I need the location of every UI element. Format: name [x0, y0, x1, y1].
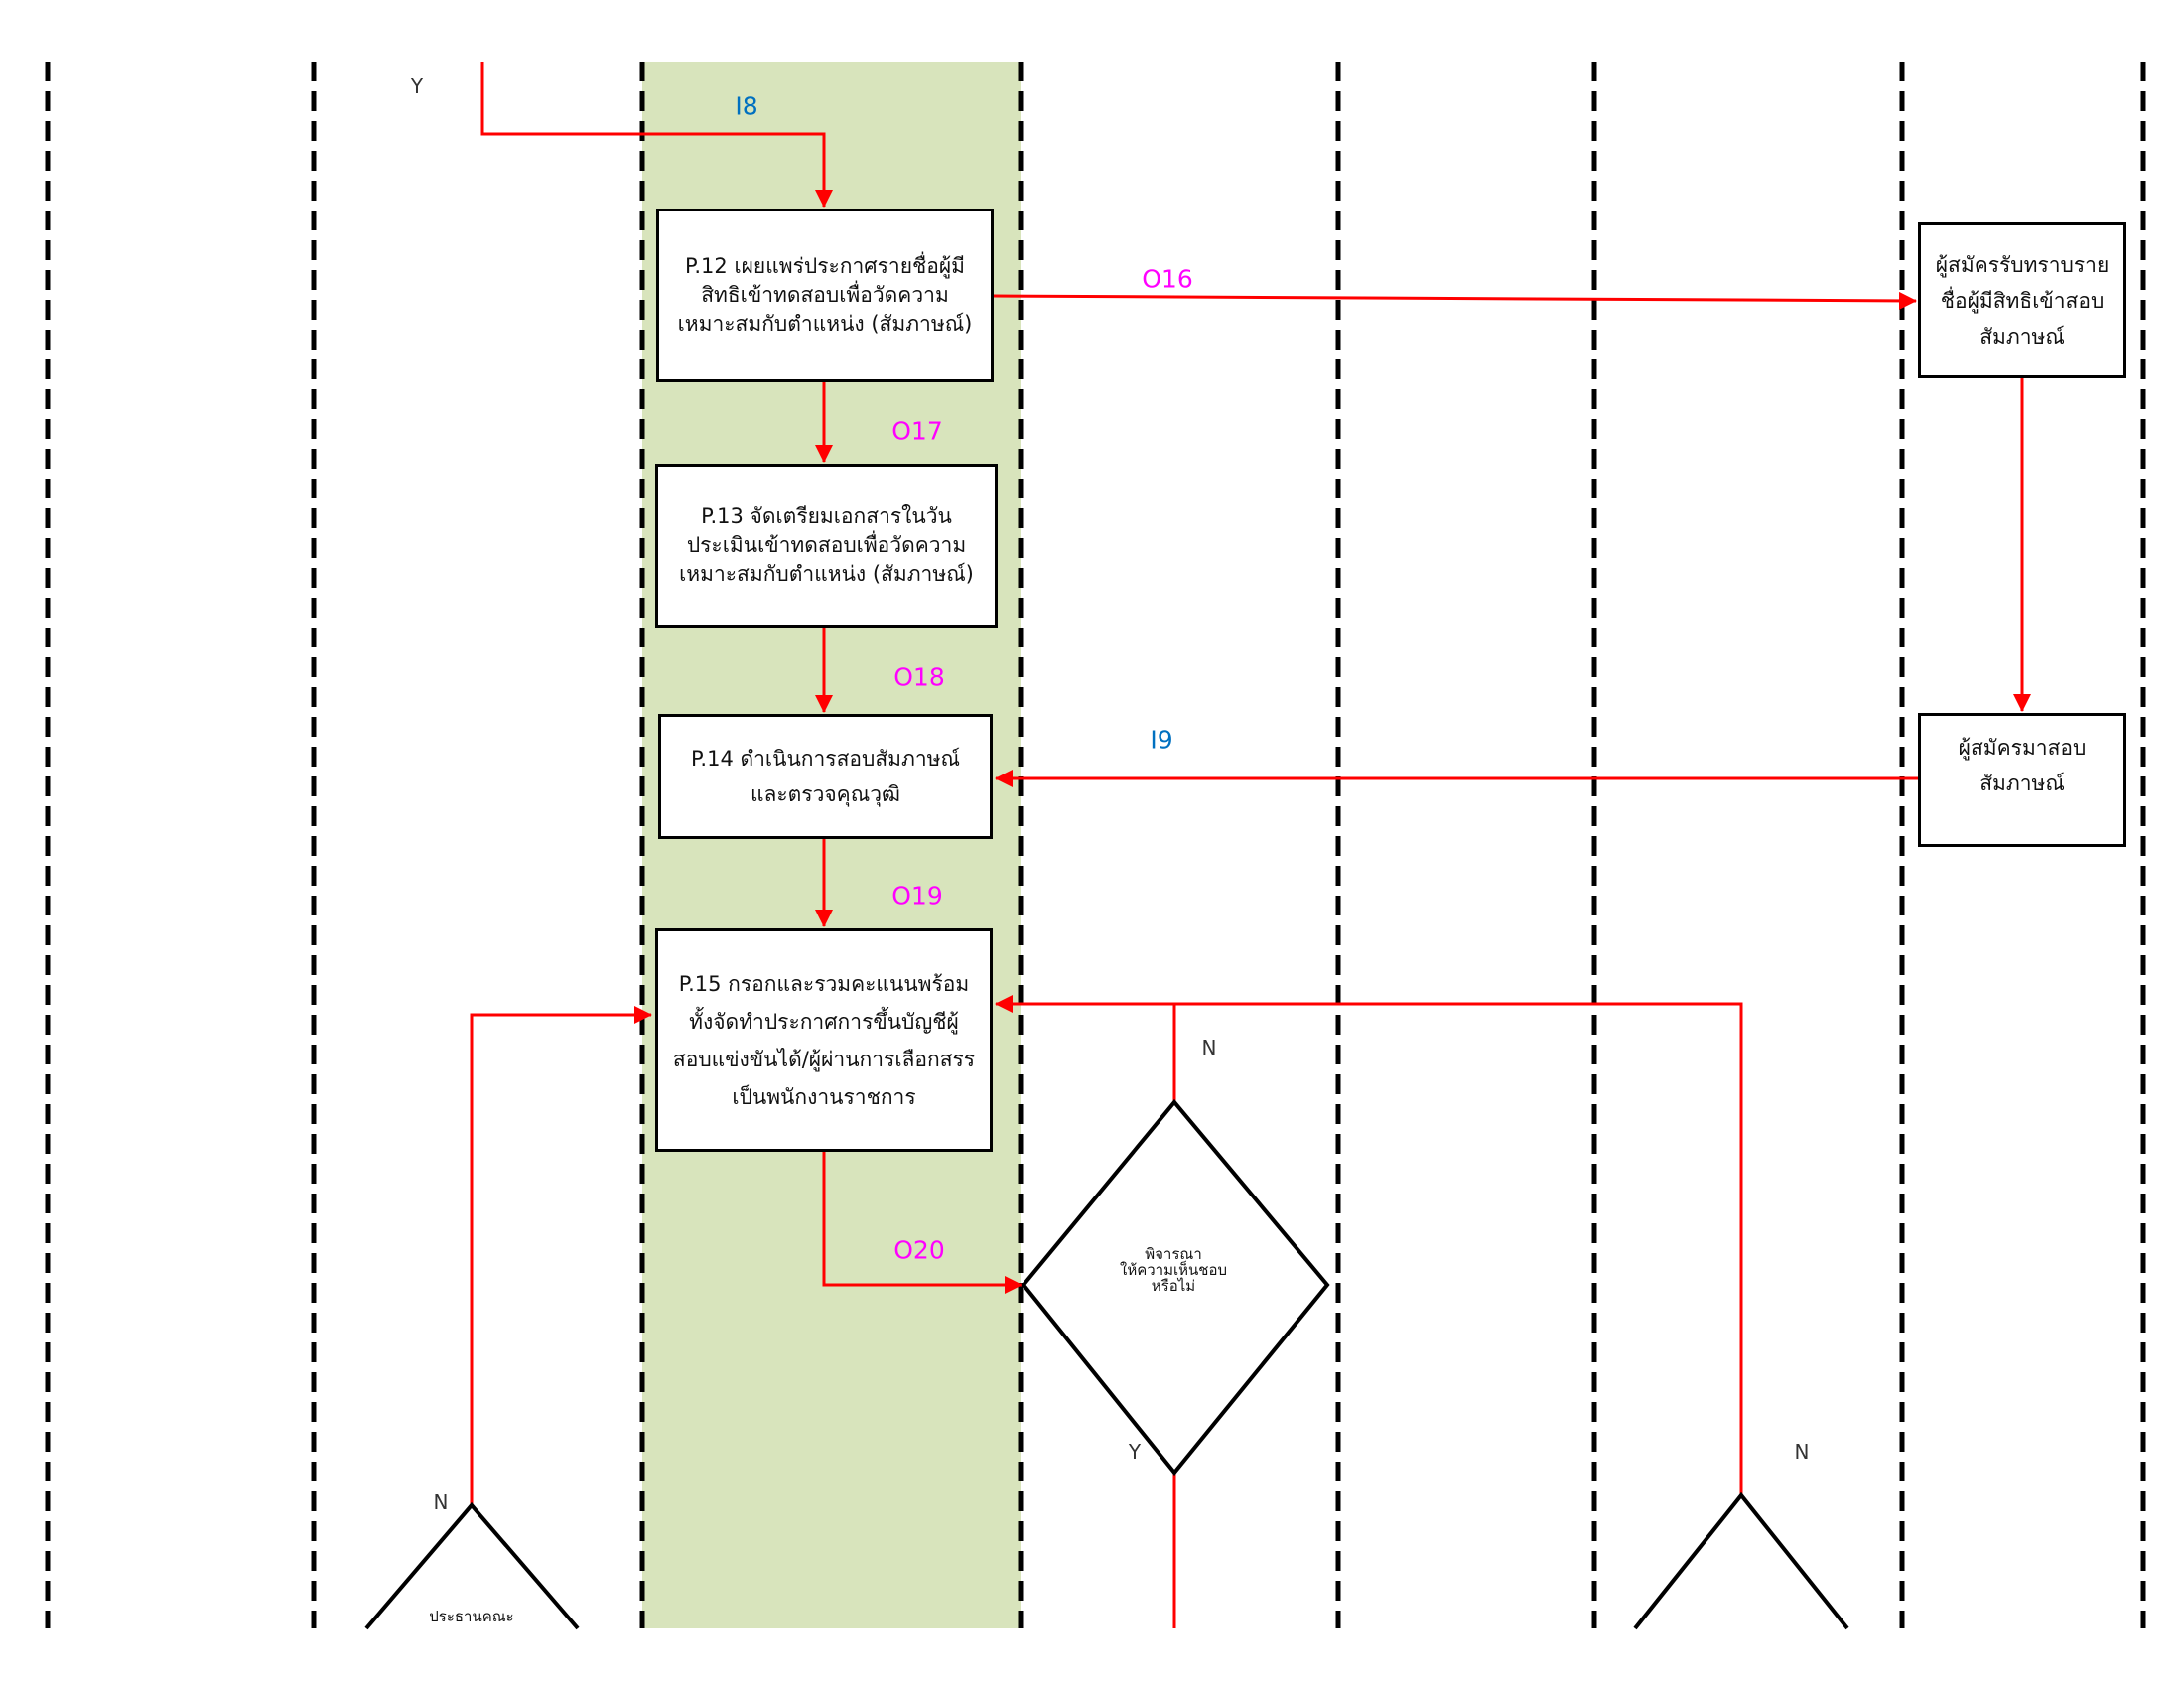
- process-p15: P.15 กรอกและรวมคะแนนพร้อมทั้งจัดทำประกาศ…: [655, 928, 993, 1152]
- process-p14: P.14 ดำเนินการสอบสัมภาษณ์ และตรวจคุณวุฒิ: [658, 714, 993, 839]
- decision-approve-diamond: [1021, 1098, 1330, 1477]
- connector-n-branch: [1172, 1002, 1743, 1495]
- decision-right-diamond: [1633, 1491, 1849, 1630]
- decision-chairman-text: ประธานคณะ: [429, 1608, 514, 1625]
- applicant-attend-box: ผู้สมัครมาสอบ สัมภาษณ์: [1918, 713, 2126, 847]
- applicant-acknowledge-box: ผู้สมัครรับทราบรายชื่อผู้มีสิทธิเข้าสอบส…: [1918, 222, 2126, 378]
- branch-y-approve: Y: [1128, 1440, 1142, 1464]
- branch-y-top: Y: [410, 74, 424, 98]
- process-p12: P.12 เผยแพร่ประกาศรายชื่อผู้มีสิทธิเข้าท…: [656, 209, 994, 382]
- label-o20: O20: [893, 1235, 945, 1265]
- label-o19: O19: [891, 881, 943, 911]
- decision-chairman-diamond: [364, 1501, 580, 1630]
- process-p13: P.13 จัดเตรียมเอกสารในวันประเมินเข้าทดสอ…: [655, 464, 998, 628]
- connector-o20: [822, 1152, 1023, 1294]
- connector-left-n: [470, 1006, 652, 1505]
- connector-o16: [993, 291, 1917, 310]
- label-i8: I8: [735, 91, 758, 121]
- connector-i8: [480, 62, 833, 208]
- decision-approve-text: พิจารณา ให้ความเห็นชอบ หรือไม่: [1120, 1245, 1227, 1295]
- branch-n-left: N: [433, 1490, 449, 1514]
- label-o16: O16: [1142, 264, 1193, 294]
- label-o18: O18: [893, 662, 945, 692]
- branch-n-approve: N: [1201, 1036, 1217, 1059]
- lane-dividers: [45, 62, 2146, 1628]
- branch-n-right: N: [1794, 1440, 1810, 1464]
- label-i9: I9: [1150, 725, 1173, 755]
- label-o17: O17: [891, 416, 943, 446]
